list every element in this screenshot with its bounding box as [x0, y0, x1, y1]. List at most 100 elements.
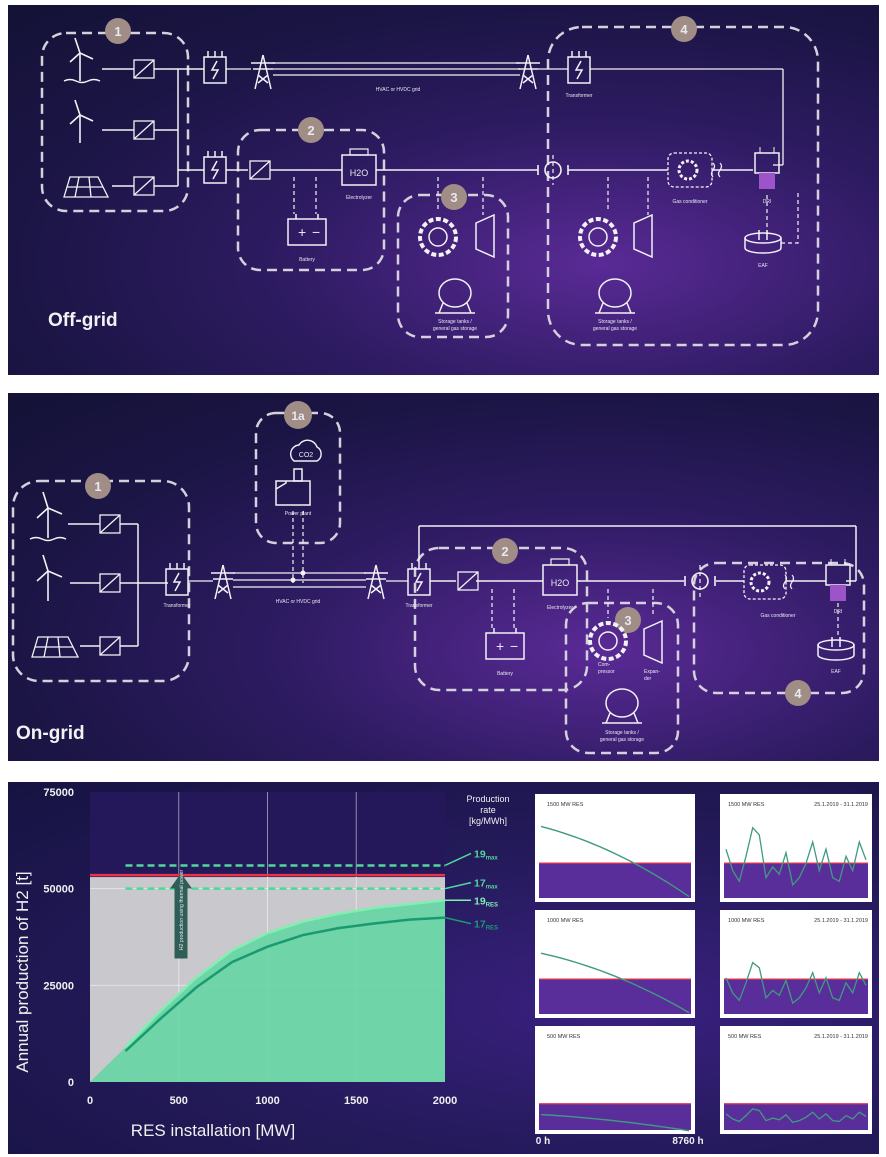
- time-series-2: [725, 1108, 867, 1124]
- eaf-furnace-icon: [744, 230, 782, 254]
- badge-1: 1: [105, 18, 131, 44]
- svg-text:−: −: [510, 638, 518, 654]
- inverter-icon: [99, 514, 121, 534]
- electrolyzer-icon: H2O: [341, 148, 377, 186]
- legend-leader-1: [444, 881, 472, 890]
- small-chart-label: 1000 MW RES: [728, 918, 765, 924]
- electrolyzer-icon: H2O: [542, 558, 578, 596]
- small-chart-fill-4: [724, 979, 868, 1014]
- battery-label: Battery: [497, 671, 513, 677]
- compressor-icon: [588, 621, 628, 661]
- svg-text:3: 3: [450, 190, 457, 205]
- wind-turbine-icon: [69, 37, 94, 82]
- solar-panel-icon: [63, 176, 110, 198]
- compressor-label: Com-: [598, 662, 611, 668]
- inverter-icon: [133, 59, 155, 79]
- svg-text:+: +: [496, 638, 504, 654]
- pylon-icon: [363, 564, 389, 600]
- gas-conditioner-label: Gas conditioner: [760, 613, 795, 619]
- small-chart-label: 500 MW RES: [547, 1034, 581, 1040]
- series-line-3: [124, 916, 446, 1052]
- y-tick-label: 0: [68, 1077, 74, 1089]
- grid-label: HVAC or HVDC grid: [376, 87, 421, 93]
- gas-conditioner-icon: [743, 564, 795, 600]
- compressor-icon: [418, 217, 458, 257]
- svg-text:general gas storage: general gas storage: [433, 326, 477, 332]
- legend-label-3: 17RES: [474, 919, 498, 932]
- offgrid-title: Off-grid: [48, 310, 118, 331]
- svg-text:−: −: [312, 224, 320, 240]
- svg-text:Transformer: Transformer: [405, 603, 432, 609]
- badge-3: 3: [441, 184, 467, 210]
- inverter-icon: [99, 573, 121, 593]
- dri-reactor-icon: [825, 559, 851, 601]
- y-tick-label: 75000: [43, 787, 74, 799]
- svg-text:4: 4: [680, 22, 688, 37]
- svg-text:3: 3: [624, 613, 631, 628]
- badge-2: 2: [492, 538, 518, 564]
- storage-tank-icon: [434, 278, 476, 314]
- x-tick-label: 2000: [433, 1095, 457, 1107]
- x-tick-label: 500: [170, 1095, 188, 1107]
- legend-title-line2: rate: [480, 805, 496, 815]
- ongrid-panel: 1 1a 2 3 4 Transformer HVAC or HVDC grid…: [8, 393, 879, 761]
- wind-turbine-icon: [36, 491, 63, 539]
- small-chart-fill-5: [724, 1103, 868, 1130]
- wave-icon: [29, 536, 67, 542]
- duration-curve-0: [540, 825, 690, 898]
- duration-curve-2: [540, 1113, 690, 1132]
- valve-icon: [537, 161, 569, 179]
- ongrid-title: On-grid: [16, 723, 85, 744]
- storage-tank-icon: [601, 688, 643, 724]
- electrolyzer-label: Electrolyzer: [547, 605, 573, 611]
- duration-curve-1: [540, 952, 690, 1014]
- valve-icon: [684, 572, 716, 590]
- transformer-icon: [203, 150, 227, 184]
- group-1-box: [40, 31, 190, 213]
- storage-tank-icon: [594, 278, 636, 314]
- svg-text:2: 2: [501, 544, 508, 559]
- pylon-icon: [515, 54, 541, 90]
- expander-label: Expan-: [644, 669, 660, 675]
- svg-text:general gas storage: general gas storage: [600, 737, 644, 743]
- eaf-label: EAF: [758, 263, 768, 269]
- small-chart-date: 25.1.2019 - 31.1.2019: [814, 918, 868, 924]
- svg-text:1a: 1a: [291, 409, 305, 423]
- small-chart-label: 1500 MW RES: [547, 802, 584, 808]
- offgrid-diagram: 1 2 3 4 HVAC or HVDC grid Transformer +−: [40, 16, 820, 347]
- grid-label: HVAC or HVDC grid: [276, 599, 321, 605]
- wind-turbine-icon: [36, 554, 63, 602]
- inverter-icon: [249, 160, 271, 180]
- wave-icon: [63, 78, 101, 84]
- compressor-icon: [578, 217, 618, 257]
- inverter-icon: [133, 120, 155, 140]
- eaf-furnace-icon: [817, 637, 855, 661]
- svg-text:general gas storage: general gas storage: [593, 326, 637, 332]
- svg-text:1: 1: [114, 24, 121, 39]
- small-chart-date: 25.1.2019 - 31.1.2019: [814, 802, 868, 808]
- svg-text:der: der: [644, 676, 652, 682]
- transformer-icon: [203, 50, 227, 84]
- y-tick-label: 25000: [43, 980, 74, 992]
- small-chart-fill-2: [539, 1103, 691, 1130]
- legend-title-line1: Production: [466, 794, 509, 804]
- expander-icon: [475, 213, 495, 259]
- small-x-start: 0 h: [536, 1136, 550, 1147]
- battery-icon: +−: [485, 628, 525, 660]
- dri-label: DRI: [763, 199, 772, 205]
- co2-cloud-icon: CO2: [289, 439, 322, 462]
- battery-label: Battery: [299, 257, 315, 263]
- transformer-icon: [407, 562, 431, 596]
- group-1a-box: [254, 411, 342, 545]
- legend-label-2: 19RES: [474, 895, 498, 908]
- electrolyzer-label: Electrolyzer: [346, 195, 372, 201]
- storage-label: Storage tanks /: [605, 730, 639, 736]
- svg-text:Storage tanks /: Storage tanks /: [598, 319, 632, 325]
- small-chart-fill-0: [539, 863, 691, 898]
- pylon-icon: [210, 564, 236, 600]
- svg-text:H2O: H2O: [551, 578, 570, 588]
- x-tick-label: 1000: [255, 1095, 279, 1107]
- expander-icon: [643, 619, 663, 665]
